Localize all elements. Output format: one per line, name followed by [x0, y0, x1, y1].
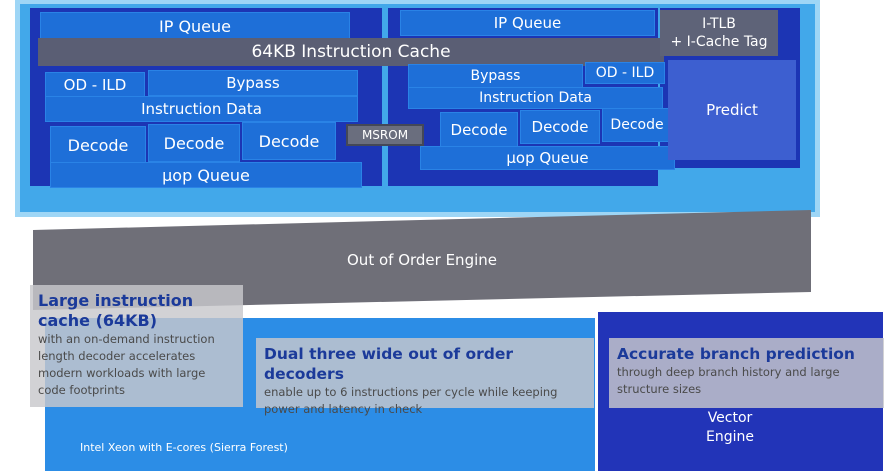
callout-instruction-cache: Large instruction cache (64KB) with an o…: [30, 285, 243, 407]
callout-branch-prediction: Accurate branch prediction through deep …: [609, 338, 884, 408]
callout-2-body-line2: power and latency in check: [264, 402, 423, 416]
itlb-icache-tag: I-TLB + I-Cache Tag: [660, 10, 778, 56]
left-decoder-3: Decode: [242, 122, 336, 160]
right-bypass: Bypass: [408, 64, 583, 88]
left-bypass: Bypass: [148, 70, 358, 96]
callout-3-body-line1: through deep branch history and large: [617, 365, 840, 379]
icache-tag-label: + I-Cache Tag: [670, 34, 768, 50]
footer-caption: Intel Xeon with E-cores (Sierra Forest): [80, 441, 288, 454]
branch-predictor: Predict: [668, 60, 796, 160]
engine-label: Engine: [706, 429, 754, 445]
callout-1-body-line3: modern workloads with large: [38, 366, 206, 380]
callout-1-title-line1: Large instruction: [38, 291, 194, 310]
left-decoder-2: Decode: [148, 124, 240, 162]
callout-2-body-line1: enable up to 6 instructions per cycle wh…: [264, 385, 558, 399]
callout-dual-decoders: Dual three wide out of order decoders en…: [256, 338, 594, 416]
vector-label: Vector: [707, 410, 753, 426]
right-od-ild: OD - ILD: [585, 62, 665, 84]
left-decoder-1: Decode: [50, 126, 146, 164]
callout-1-body-line2: length decoder accelerates: [38, 349, 196, 363]
left-instruction-data: Instruction Data: [45, 96, 358, 122]
callout-2-title: Dual three wide out of order decoders: [264, 345, 514, 383]
right-decoder-2: Decode: [520, 110, 600, 144]
left-uop-queue: µop Queue: [50, 162, 362, 188]
callout-1-title-line2: cache (64KB): [38, 311, 158, 330]
callout-3-body-line2: structure sizes: [617, 382, 702, 396]
right-decoder-3: Decode: [602, 108, 672, 142]
msrom: MSROM: [346, 124, 424, 146]
right-instruction-data: Instruction Data: [408, 87, 663, 109]
vector-engine-label: Vector Engine: [690, 406, 770, 450]
callout-1-body-line1: with an on-demand instruction: [38, 332, 215, 346]
right-uop-queue: µop Queue: [420, 146, 675, 170]
left-ip-queue: IP Queue: [40, 12, 350, 40]
left-od-ild: OD - ILD: [45, 72, 145, 98]
right-ip-queue: IP Queue: [400, 10, 655, 36]
callout-1-body-line4: code footprints: [38, 383, 126, 397]
itlb-label: I-TLB: [702, 16, 736, 32]
instruction-cache: 64KB Instruction Cache: [38, 38, 664, 66]
callout-3-title: Accurate branch prediction: [617, 345, 855, 363]
right-decoder-1: Decode: [440, 112, 518, 148]
